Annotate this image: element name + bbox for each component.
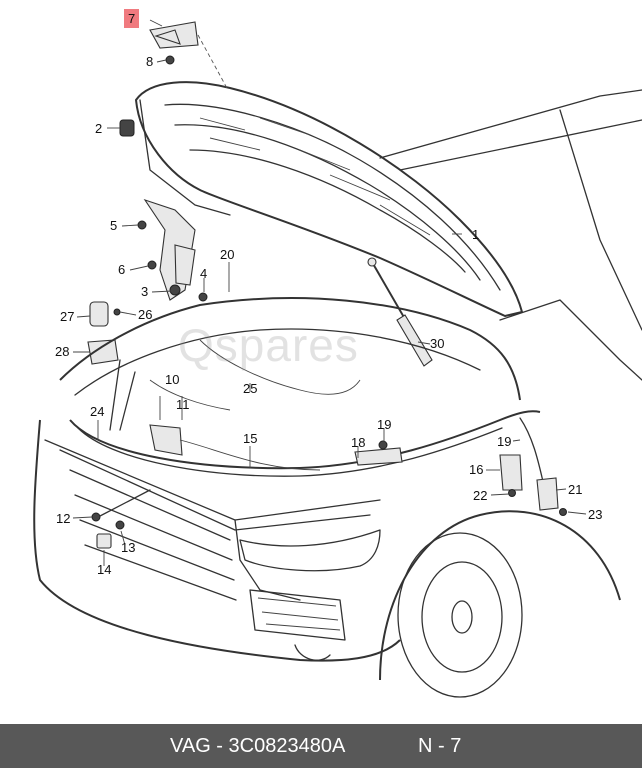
callout-11: 11 (176, 397, 190, 412)
callout-24: 24 (90, 404, 105, 419)
callout-4: 4 (200, 266, 208, 281)
callout-3: 3 (141, 284, 149, 299)
front-wheel (379, 510, 621, 698)
exploded-parts-diagram (33, 19, 642, 698)
hood-seal (69, 410, 541, 470)
engine-bay (59, 297, 521, 431)
callout-27: 27 (60, 309, 75, 324)
callout-20: 20 (220, 247, 235, 262)
callout-23: 23 (588, 507, 603, 522)
callout-26: 26 (138, 307, 153, 322)
callout-21: 21 (568, 482, 583, 497)
callout-15: 15 (243, 431, 258, 446)
callout-6: 6 (118, 262, 126, 277)
watermark-text: Qspares (178, 319, 359, 371)
callout-14: 14 (97, 562, 112, 577)
callout-1: 1 (472, 227, 480, 242)
callout-8: 8 (146, 54, 154, 69)
callout-19a: 19 (377, 417, 392, 432)
windshield-outline (379, 89, 642, 159)
part-reference: VAG - 3C0823480A (170, 735, 346, 757)
callout-19b: 19 (497, 434, 512, 449)
callout-18: 18 (351, 435, 366, 450)
callout-22: 22 (473, 488, 488, 503)
callout-30: 30 (430, 336, 445, 351)
callout-12: 12 (56, 511, 71, 526)
footer-bar: VAG - 3C0823480A N - 7 (0, 724, 642, 768)
front-bumper (33, 419, 401, 662)
callout-13: 13 (121, 540, 136, 555)
diagram-position: N - 7 (418, 735, 462, 757)
gas-strut (367, 257, 433, 367)
callout-16: 16 (469, 462, 484, 477)
leader-lines (72, 19, 587, 566)
callout-10: 10 (165, 372, 180, 387)
callout-25: 25 (243, 381, 258, 396)
callout-2: 2 (95, 121, 103, 136)
callout-5: 5 (110, 218, 118, 233)
callout-28: 28 (55, 344, 70, 359)
callout-7: 7 (124, 9, 140, 28)
hood (135, 81, 523, 317)
